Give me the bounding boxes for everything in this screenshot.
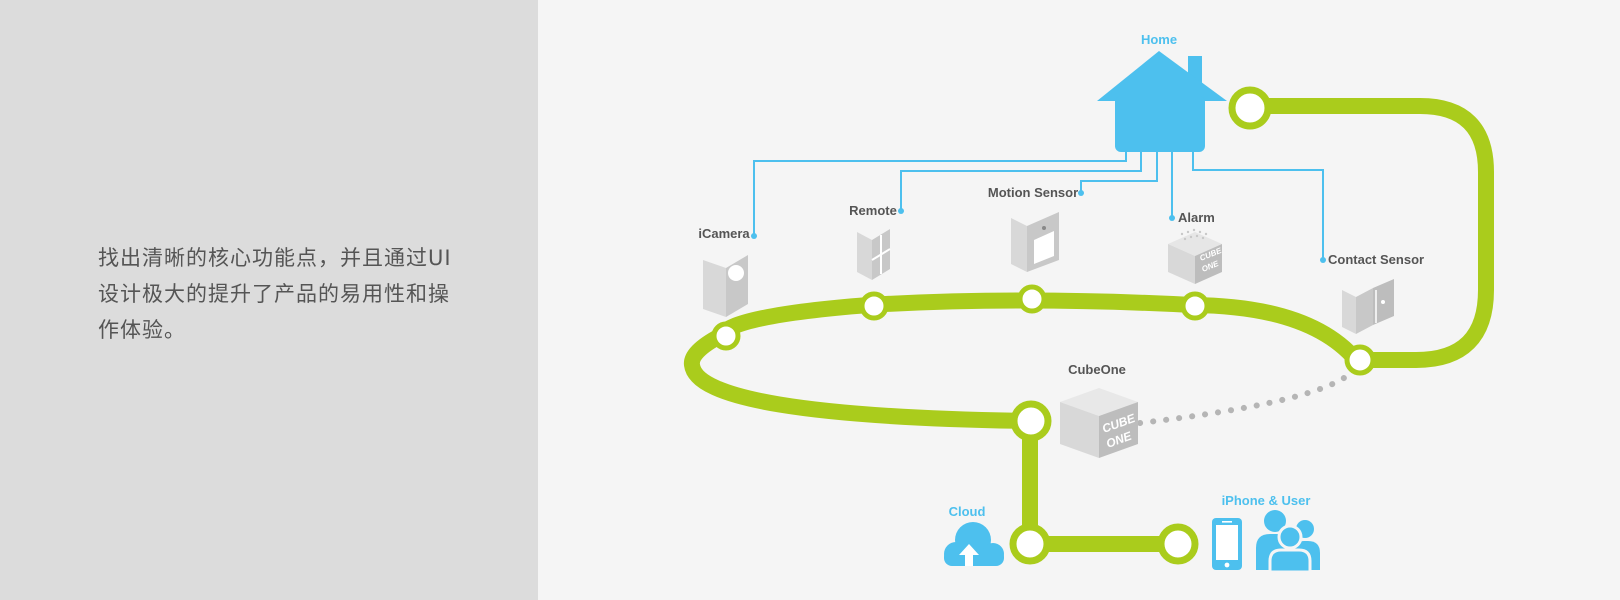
description-text: 找出清晰的核心功能点，并且通过UI设计极大的提升了产品的易用性和操作体验。	[98, 246, 452, 342]
node-icamera	[711, 321, 741, 351]
home-icon	[1097, 51, 1227, 152]
node-remote	[859, 291, 889, 321]
dotted-link	[1137, 369, 1355, 426]
cloud-upload-icon	[944, 522, 1004, 566]
remote-icon	[857, 229, 891, 280]
blue-connectors	[753, 151, 1324, 260]
label-iphone-user: iPhone & User	[1222, 493, 1311, 508]
node-home	[1228, 86, 1272, 130]
label-home: Home	[1141, 32, 1177, 47]
iphone-icon	[1212, 518, 1242, 570]
label-icamera: iCamera	[698, 226, 750, 241]
label-cloud: Cloud	[949, 504, 986, 519]
node-iphone	[1157, 523, 1199, 565]
cubeone-icon: CUBE ONE	[1060, 388, 1138, 458]
contact-sensor-icon	[1342, 279, 1394, 334]
label-motion-sensor: Motion Sensor	[988, 185, 1078, 200]
left-panel: 找出清晰的核心功能点，并且通过UI设计极大的提升了产品的易用性和操作体验。	[0, 0, 538, 600]
connector-contact	[1192, 151, 1324, 260]
icamera-icon	[703, 255, 748, 317]
connector-remote	[900, 151, 1142, 211]
connector-end-dots	[751, 190, 1326, 263]
connector-icamera	[753, 151, 1127, 236]
label-cubeone: CubeOne	[1068, 362, 1126, 377]
alarm-icon: CUBE ONE	[1168, 228, 1223, 284]
track-nodes	[711, 86, 1376, 565]
motion-sensor-icon	[1011, 212, 1059, 272]
label-remote: Remote	[849, 203, 897, 218]
users-icon	[1256, 510, 1320, 574]
node-alarm	[1180, 291, 1210, 321]
node-cloud	[1009, 523, 1051, 565]
label-alarm: Alarm	[1178, 210, 1215, 225]
connector-motion	[1080, 151, 1158, 193]
node-contact	[1344, 344, 1376, 376]
node-motion	[1017, 284, 1047, 314]
track-home-loop	[1239, 98, 1494, 368]
label-contact-sensor: Contact Sensor	[1328, 252, 1424, 267]
node-cubeone	[1010, 400, 1052, 442]
